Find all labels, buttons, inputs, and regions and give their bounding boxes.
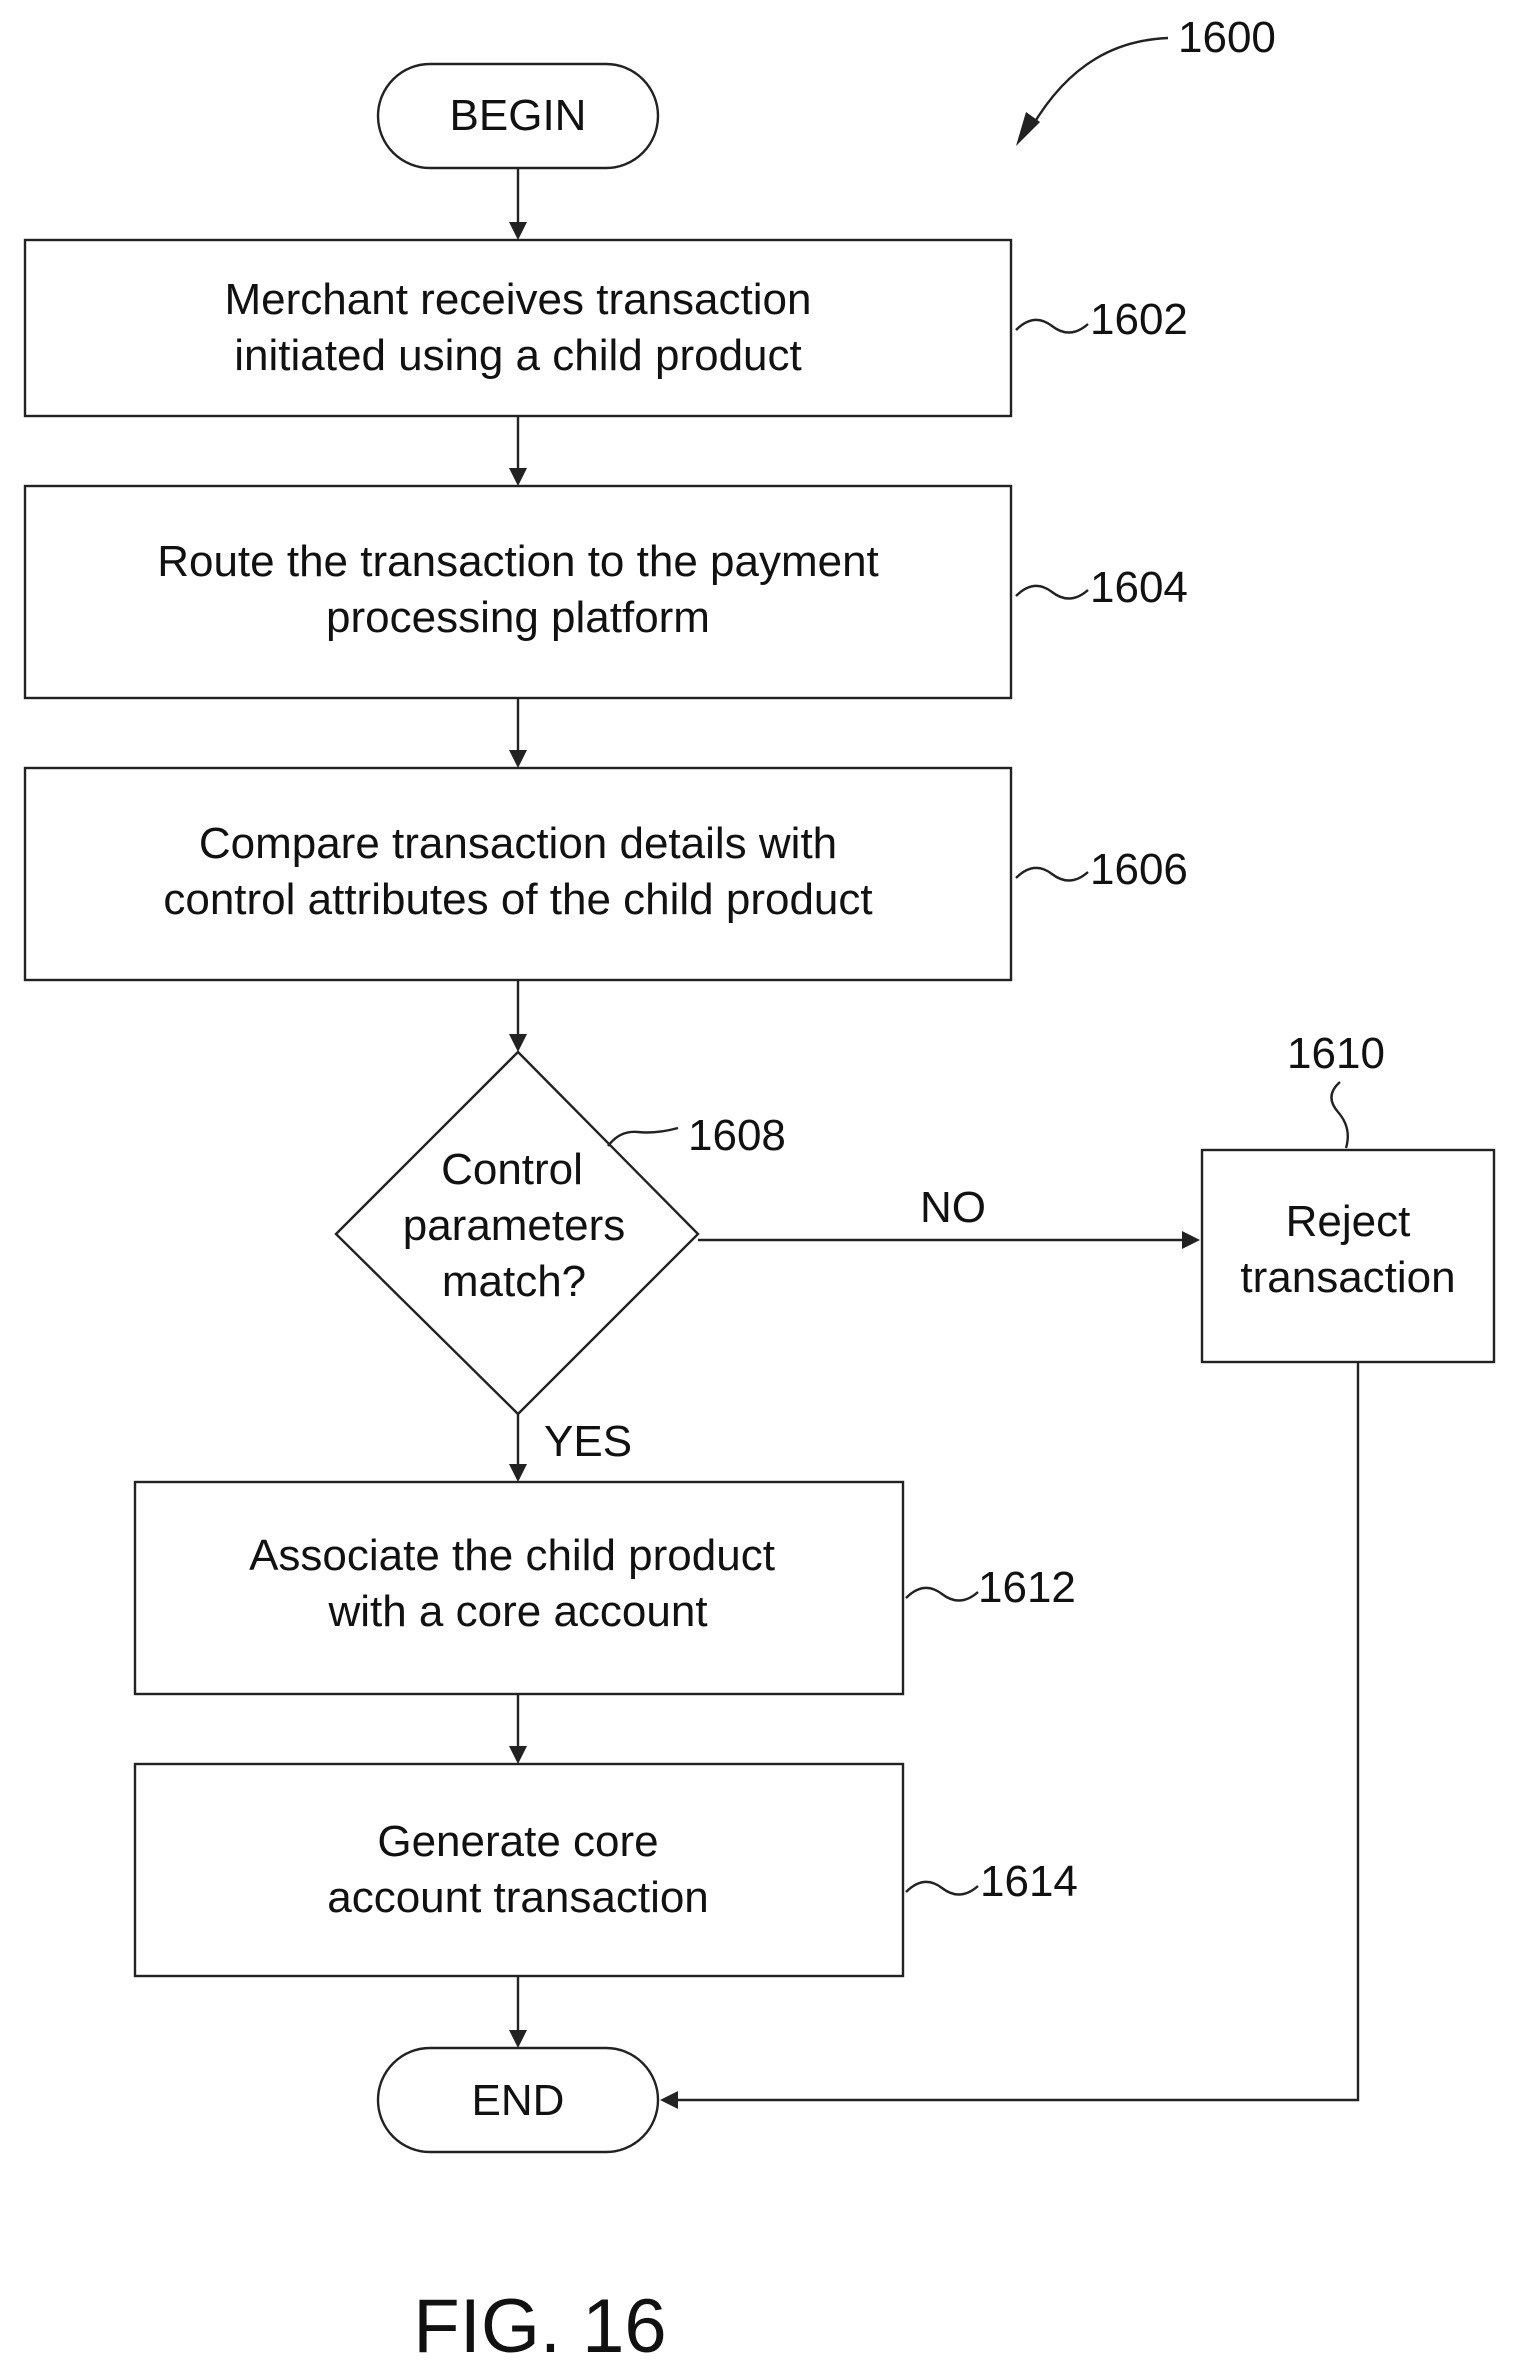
process-1606-line-1: Compare transaction details with	[199, 819, 837, 868]
ref-leader-1614	[906, 1882, 978, 1895]
figure-number: 1600	[1178, 13, 1276, 62]
process-box-1604: Route the transaction to the payment pro…	[25, 486, 1011, 698]
edge-label-no: NO	[920, 1183, 986, 1232]
process-box-1612: Associate the child product with a core …	[135, 1482, 903, 1694]
process-1612-line-2: with a core account	[327, 1587, 707, 1636]
process-1606-line-2: control attributes of the child product	[163, 875, 872, 924]
figure-pointer-line	[1030, 38, 1168, 130]
process-1602-line-2: initiated using a child product	[234, 331, 801, 380]
process-box-1614: Generate core account transaction	[135, 1764, 903, 1976]
process-box-1602: Merchant receives transaction initiated …	[25, 240, 1011, 416]
ref-leader-1608	[608, 1128, 678, 1146]
ref-1602: 1602	[1090, 295, 1188, 344]
arrowhead-end	[509, 2030, 527, 2048]
decision-1608-line-3: match?	[442, 1257, 586, 1306]
ref-1606: 1606	[1090, 845, 1188, 894]
ref-leader-1606	[1016, 868, 1088, 881]
ref-leader-1610	[1331, 1082, 1347, 1148]
ref-1608: 1608	[688, 1111, 786, 1160]
process-box-1606: Compare transaction details with control…	[25, 768, 1011, 980]
ref-leader-1604	[1016, 586, 1088, 599]
process-1604-line-1: Route the transaction to the payment	[157, 537, 879, 586]
process-1602-line-1: Merchant receives transaction	[225, 275, 812, 324]
ref-leader-1612	[906, 1588, 978, 1601]
arrowhead-1602	[509, 222, 527, 240]
arrowhead-end-return	[660, 2091, 678, 2109]
arrowhead-1612	[509, 1464, 527, 1482]
decision-diamond-1608: Control parameters match?	[336, 1052, 698, 1414]
figure-pointer-arrowhead	[1016, 112, 1040, 146]
begin-label: BEGIN	[450, 91, 587, 140]
edge-label-yes: YES	[544, 1417, 632, 1466]
arrowhead-1614	[509, 1746, 527, 1764]
ref-1604: 1604	[1090, 563, 1188, 612]
process-1614-line-1: Generate core	[377, 1817, 658, 1866]
arrowhead-1610	[1182, 1231, 1200, 1249]
process-box-1610: Reject transaction	[1202, 1150, 1494, 1362]
decision-1608-line-1: Control	[441, 1145, 583, 1194]
begin-terminator: BEGIN	[378, 64, 658, 168]
ref-1612: 1612	[978, 1563, 1076, 1612]
arrowhead-1608	[509, 1034, 527, 1052]
process-1612-line-1: Associate the child product	[249, 1531, 775, 1580]
process-1610-line-1: Reject	[1286, 1197, 1411, 1246]
ref-leader-1602	[1016, 320, 1088, 333]
ref-1614: 1614	[980, 1857, 1078, 1906]
end-terminator: END	[378, 2048, 658, 2152]
process-1604-line-2: processing platform	[326, 593, 710, 642]
arrow-1610-end	[678, 1362, 1358, 2100]
end-label: END	[472, 2076, 565, 2125]
process-1610-line-2: transaction	[1240, 1253, 1455, 1302]
arrowhead-1604	[509, 468, 527, 486]
decision-1608-line-2: parameters	[403, 1201, 626, 1250]
process-1614-line-2: account transaction	[327, 1873, 709, 1922]
arrowhead-1606	[509, 750, 527, 768]
ref-1610: 1610	[1287, 1029, 1385, 1078]
figure-caption: FIG. 16	[413, 2284, 666, 2369]
